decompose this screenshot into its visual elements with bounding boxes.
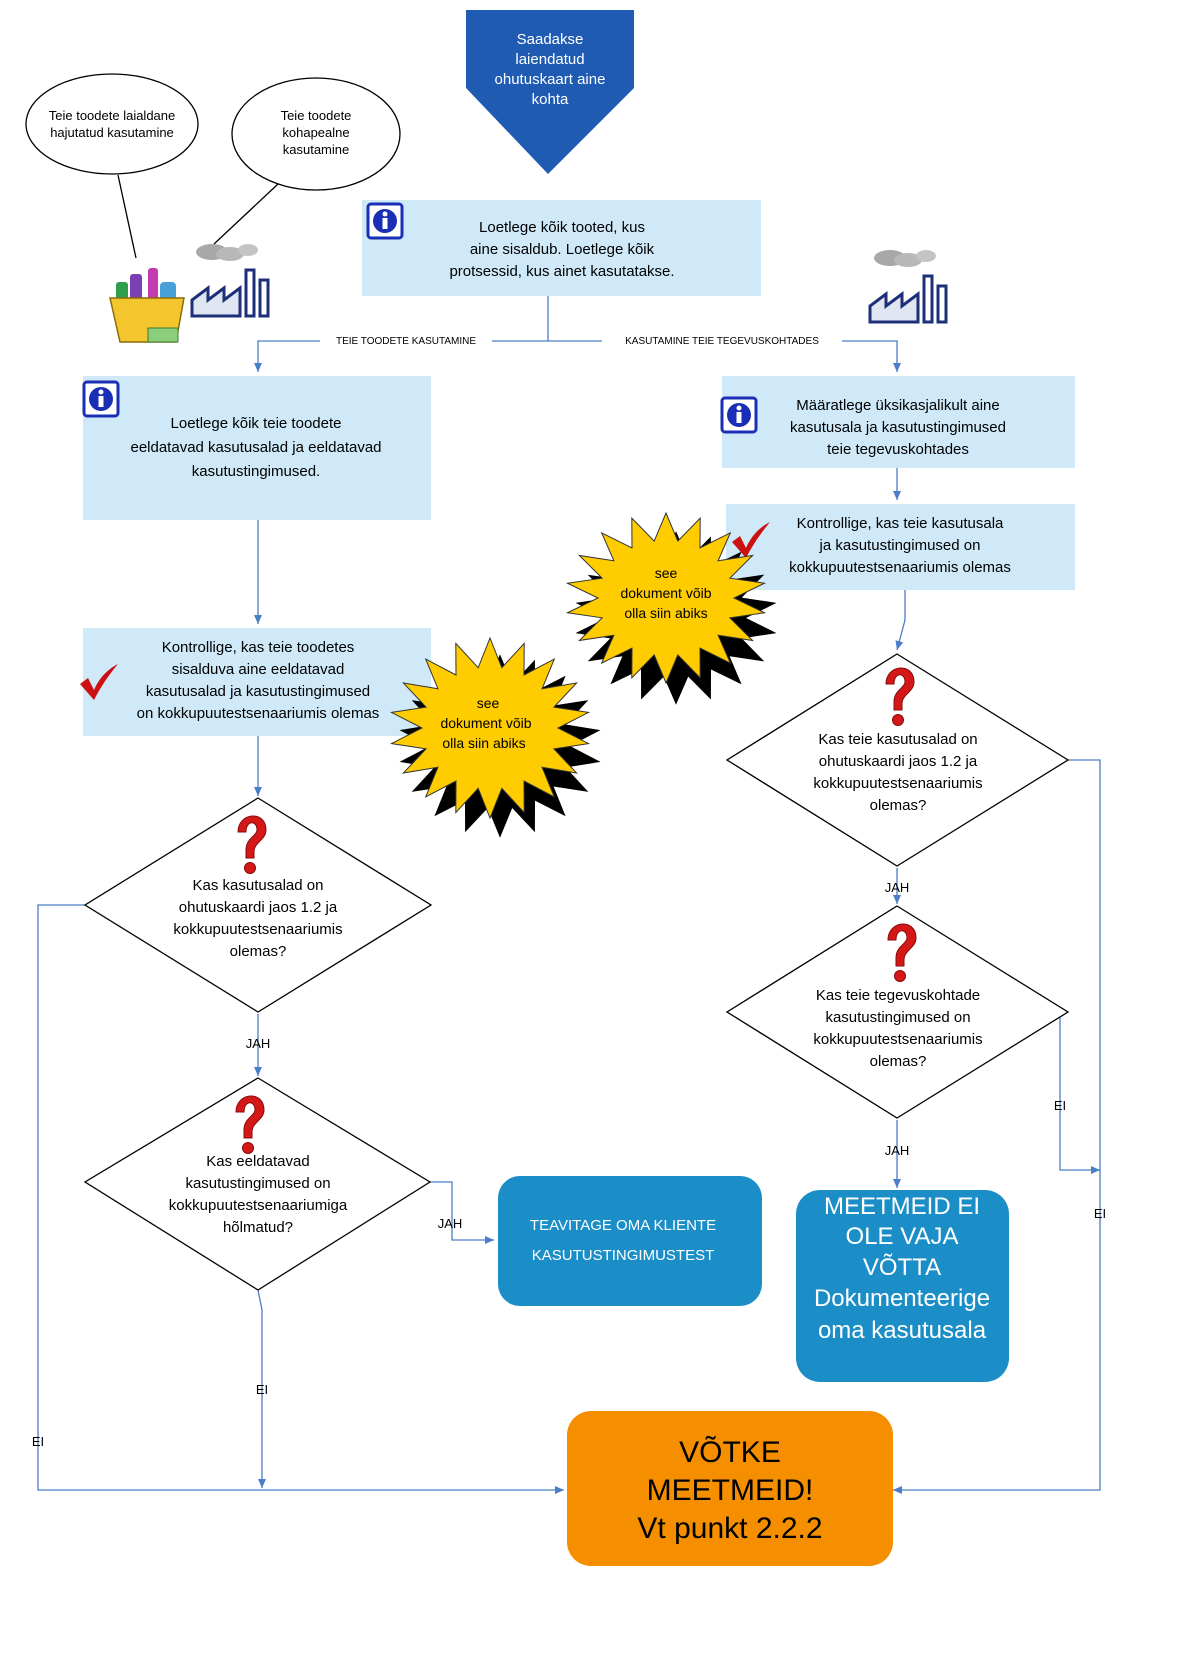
connector-left-ei-inner [257, 1289, 266, 1488]
left-identify-box: Loetlege kõik teie toodete eeldatavad ka… [82, 376, 431, 520]
factory-icon [190, 242, 270, 318]
outcome-text-line: OLE VAJA [846, 1223, 959, 1250]
info-icon [82, 380, 120, 418]
branch-label-left: TEIE TOODETE KASUTAMINE [336, 336, 476, 347]
connector-left-ei-outer [37, 904, 564, 1494]
bubble-text-line: kohapealne [282, 125, 349, 140]
outcome-text-line: MEETMEID! [647, 1474, 814, 1507]
starburst-text-line: olla siin abiks [624, 605, 707, 621]
start-text-line: ohutuskaart aine [495, 71, 606, 88]
box-text-line: kasutusala ja kasutustingimused [790, 419, 1006, 436]
no-label: EI [256, 1382, 268, 1397]
box-text-line: protsessid, kus ainet kasutatakse. [449, 263, 674, 280]
starburst-text-line: dokument võib [440, 715, 531, 731]
cleaning-products-icon [109, 268, 185, 343]
diamond-text-line: ohutuskaardi jaos 1.2 ja [819, 753, 978, 770]
box-text-line: sisalduva aine eeldatavad [172, 661, 345, 678]
box-text-line: ja kasutustingimused on [819, 537, 981, 554]
bubble-text-line: hajutatud kasutamine [50, 125, 174, 140]
diamond-text-line: ohutuskaardi jaos 1.2 ja [179, 899, 338, 916]
diamond-text-line: kokkupuutestsenaariumis [813, 1031, 982, 1048]
bubble-text-line: Teie toodete laialdane [49, 108, 176, 123]
outcome-text-line: TEAVITAGE OMA KLIENTE [530, 1217, 716, 1234]
decision-left-1: Kas kasutusalad on ohutuskaardi jaos 1.2… [83, 797, 433, 1013]
connector-right-ei-outer [893, 759, 1101, 1494]
no-label: EI [1094, 1206, 1106, 1221]
box-text-line: aine sisaldub. Loetlege kõik [470, 241, 655, 258]
branch-label-right: KASUTAMINE TEIE TEGEVUSKOHTADES [625, 336, 819, 347]
box-text-line: kasutustingimused. [192, 463, 320, 480]
decision-right-1: Kas teie kasutusalad on ohutuskaardi jao… [725, 653, 1070, 867]
start-text-line: kohta [532, 91, 569, 108]
box-text-line: Määratlege üksikasjalikult aine [796, 397, 999, 414]
diamond-text-line: Kas teie tegevuskohtade [816, 987, 980, 1004]
factory-icon [868, 248, 948, 324]
box-text-line: teie tegevuskohtades [827, 441, 969, 458]
starburst-right: see dokument võib olla siin abiks [565, 511, 777, 705]
outcome-text-line: Vt punkt 2.2.2 [637, 1512, 822, 1545]
left-check-box: Kontrollige, kas teie toodetes sisalduva… [80, 628, 431, 736]
outcome-text-line: KASUTUSTINGIMUSTEST [532, 1247, 715, 1264]
bubble-text-line: Teie toodete [281, 108, 352, 123]
box-text-line: eeldatavad kasutusalad ja eeldatavad [130, 439, 381, 456]
no-label: EI [1054, 1098, 1066, 1113]
yes-label: JAH [246, 1036, 271, 1051]
box-text-line: Loetlege kõik tooted, kus [479, 219, 645, 236]
start-shape: Saadakse laiendatud ohutuskaart aine koh… [466, 10, 634, 174]
bubble-site-use: Teie toodete kohapealne kasutamine [213, 77, 401, 245]
outcome-no-measures: MEETMEID EI OLE VAJA VÕTTA Dokumenteerig… [796, 1190, 1009, 1382]
yes-label: JAH [438, 1216, 463, 1231]
box-text-line: kokkupuutestsenaariumis olemas [789, 559, 1011, 576]
box-text-line: Kontrollige, kas teie toodetes [162, 639, 355, 656]
diamond-text-line: olemas? [870, 1053, 927, 1070]
diamond-text-line: Kas teie kasutusalad on [818, 731, 977, 748]
outcome-text-line: VÕTTA [863, 1253, 941, 1281]
info-icon [720, 396, 758, 434]
box-text-line: on kokkupuutestsenaariumis olemas [137, 705, 380, 722]
bubble-wide-use: Teie toodete laialdane hajutatud kasutam… [25, 73, 199, 259]
diamond-text-line: olemas? [230, 943, 287, 960]
outcome-text-line: oma kasutusala [818, 1317, 987, 1344]
starburst-text-line: see [655, 565, 678, 581]
no-label: EI [32, 1434, 44, 1449]
diamond-text-line: kokkupuutestsenaariumis [813, 775, 982, 792]
list-products-box: Loetlege kõik tooted, kus aine sisaldub.… [362, 200, 761, 296]
connector-left-jah-inform [430, 1181, 494, 1244]
box-text-line: Loetlege kõik teie toodete [171, 415, 342, 432]
start-text-line: Saadakse [517, 31, 584, 48]
info-icon [366, 202, 404, 240]
starburst-left: see dokument võib olla siin abiks [389, 636, 601, 838]
diamond-text-line: kasutustingimused on [185, 1175, 330, 1192]
decision-left-2: Kas eeldatavad kasutustingimused on kokk… [83, 1077, 432, 1291]
connector-right-ei-inner [1059, 1012, 1100, 1174]
diamond-text-line: hõlmatud? [223, 1219, 293, 1236]
outcome-text-line: Dokumenteerige [814, 1285, 990, 1312]
diamond-text-line: kasutustingimused on [825, 1009, 970, 1026]
connector-right-check-to-diamond [895, 590, 906, 651]
starburst-text-line: see [477, 695, 500, 711]
diamond-text-line: kokkupuutestsenaariumiga [169, 1197, 348, 1214]
yes-label: JAH [885, 880, 910, 895]
decision-right-2: Kas teie tegevuskohtade kasutustingimuse… [725, 905, 1070, 1119]
bubble-text-line: kasutamine [283, 142, 349, 157]
outcome-text-line: VÕTKE [679, 1435, 781, 1469]
yes-label: JAH [885, 1143, 910, 1158]
diamond-text-line: olemas? [870, 797, 927, 814]
outcome-inform-customers: TEAVITAGE OMA KLIENTE KASUTUSTINGIMUSTES… [498, 1176, 762, 1306]
start-text-line: laiendatud [515, 51, 584, 68]
right-identify-box: Määratlege üksikasjalikult aine kasutusa… [720, 376, 1075, 468]
outcome-take-measures: VÕTKE MEETMEID! Vt punkt 2.2.2 [567, 1411, 893, 1566]
starburst-text-line: olla siin abiks [442, 735, 525, 751]
diamond-text-line: Kas eeldatavad [206, 1153, 309, 1170]
outcome-text-line: MEETMEID EI [824, 1193, 980, 1220]
diamond-text-line: kokkupuutestsenaariumis [173, 921, 342, 938]
box-text-line: kasutusalad ja kasutustingimused [146, 683, 370, 700]
box-text-line: Kontrollige, kas teie kasutusala [797, 515, 1004, 532]
right-check-box: Kontrollige, kas teie kasutusala ja kasu… [726, 504, 1075, 590]
starburst-text-line: dokument võib [620, 585, 711, 601]
diamond-text-line: Kas kasutusalad on [193, 877, 324, 894]
